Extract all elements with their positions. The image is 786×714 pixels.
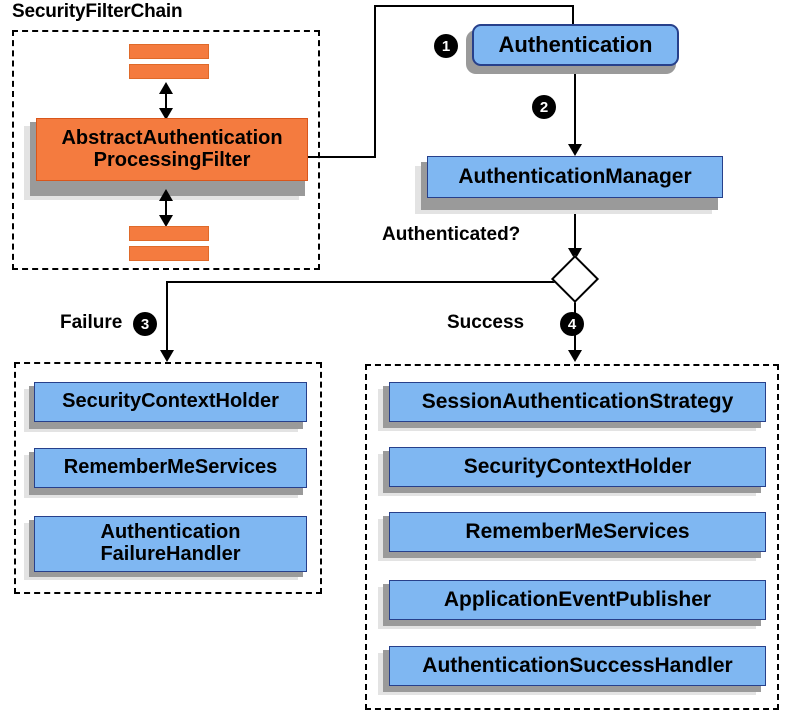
node-label-line-1: AbstractAuthentication <box>61 126 283 149</box>
label-success: Success <box>447 312 525 333</box>
line-bottom-connector <box>165 195 167 219</box>
node-success-remember-me-services[interactable]: RememberMeServices <box>389 512 766 552</box>
node-authentication[interactable]: Authentication <box>472 24 679 66</box>
badge-step-4: 4 <box>560 312 584 336</box>
line-manager-to-decision <box>574 198 576 252</box>
node-abstract-authentication-processing-filter[interactable]: AbstractAuthentication ProcessingFilter <box>36 118 308 181</box>
line-filter-to-auth-horizontal-top <box>374 5 574 7</box>
arrow-down-bottom-connector <box>159 215 173 227</box>
node-label: AuthenticationManager <box>458 164 692 188</box>
arrow-down-top-connector <box>159 108 173 120</box>
group-container-security-filter-chain <box>12 30 320 270</box>
group-title-security-filter-chain: SecurityFilterChain <box>12 1 183 22</box>
node-label: SessionAuthenticationStrategy <box>421 389 734 413</box>
arrow-to-failure-group <box>160 350 174 362</box>
node-label-line-1: Authentication <box>100 521 241 544</box>
badge-step-3: 3 <box>133 312 157 336</box>
node-label: SecurityContextHolder <box>62 390 279 413</box>
label-failure: Failure <box>60 312 123 333</box>
arrow-up-top-connector <box>159 82 173 94</box>
node-success-security-context-holder[interactable]: SecurityContextHolder <box>389 447 766 487</box>
node-success-application-event-publisher[interactable]: ApplicationEventPublisher <box>389 580 766 620</box>
arrow-up-bottom-connector <box>159 189 173 201</box>
filter-bar-top-1 <box>129 44 209 59</box>
node-label: RememberMeServices <box>63 456 278 479</box>
filter-bar-bottom-2 <box>129 246 209 261</box>
line-filter-to-auth-vertical-left <box>374 5 376 158</box>
line-decision-to-failure-horizontal <box>166 281 561 283</box>
node-failure-remember-me-services[interactable]: RememberMeServices <box>34 448 307 488</box>
line-decision-to-failure-vertical <box>166 281 168 354</box>
line-filter-to-auth-vertical-right <box>572 5 574 27</box>
node-label-line-2: FailureHandler <box>100 543 241 565</box>
arrow-to-success-group <box>568 350 582 362</box>
label-authenticated-question: Authenticated? <box>382 224 521 245</box>
badge-step-1: 1 <box>434 34 458 58</box>
filter-bar-top-2 <box>129 64 209 79</box>
decision-diamond-authenticated <box>550 254 600 304</box>
node-success-authentication-success-handler[interactable]: AuthenticationSuccessHandler <box>389 646 766 686</box>
group-container-failure <box>14 362 322 594</box>
node-label: RememberMeServices <box>465 519 690 543</box>
arrow-auth-to-manager <box>568 144 582 156</box>
node-label: SecurityContextHolder <box>463 454 692 478</box>
line-filter-to-auth-horizontal-lower <box>308 156 376 158</box>
node-failure-authentication-failure-handler[interactable]: Authentication FailureHandler <box>34 516 307 572</box>
badge-step-2: 2 <box>532 95 556 119</box>
group-container-success <box>365 364 779 710</box>
line-auth-to-manager <box>574 66 576 148</box>
node-authentication-manager[interactable]: AuthenticationManager <box>427 156 723 198</box>
line-top-connector <box>165 88 167 112</box>
node-label: AuthenticationSuccessHandler <box>422 653 733 677</box>
node-success-session-authentication-strategy[interactable]: SessionAuthenticationStrategy <box>389 382 766 422</box>
node-label-line-2: ProcessingFilter <box>93 148 251 171</box>
node-label: ApplicationEventPublisher <box>443 587 712 611</box>
node-failure-security-context-holder[interactable]: SecurityContextHolder <box>34 382 307 422</box>
node-label: Authentication <box>498 32 653 58</box>
filter-bar-bottom-1 <box>129 226 209 241</box>
